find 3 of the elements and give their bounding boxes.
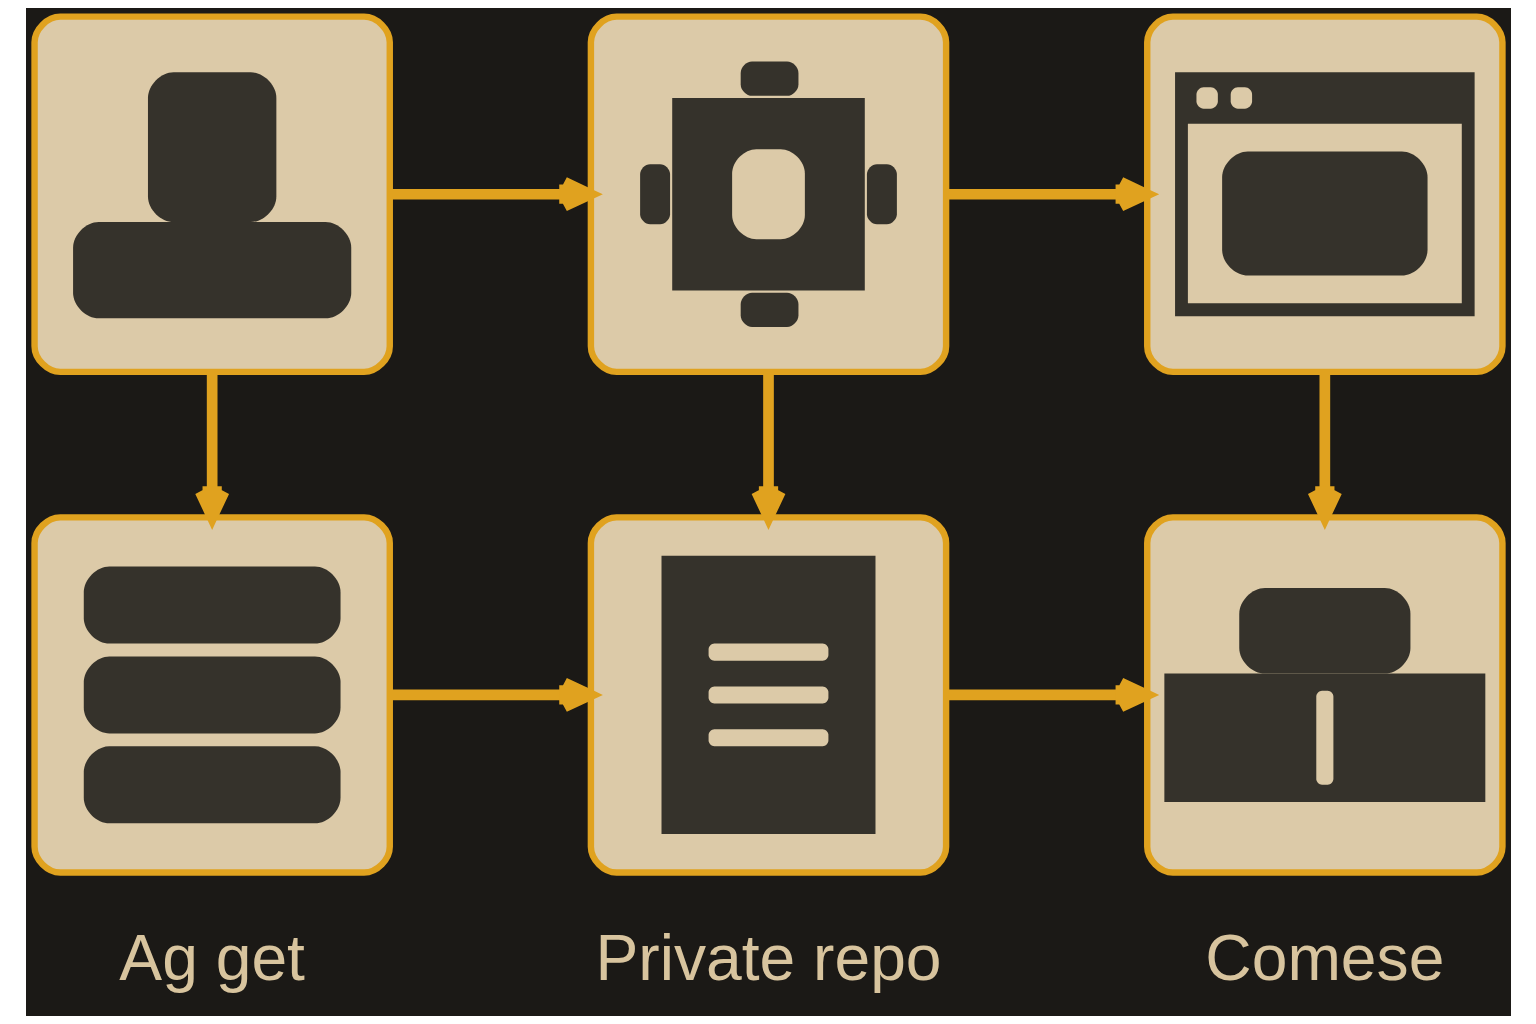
node-label: Ag get	[118, 921, 305, 994]
node-label: Private repo	[594, 921, 942, 994]
node-label: Comese	[1204, 921, 1444, 994]
